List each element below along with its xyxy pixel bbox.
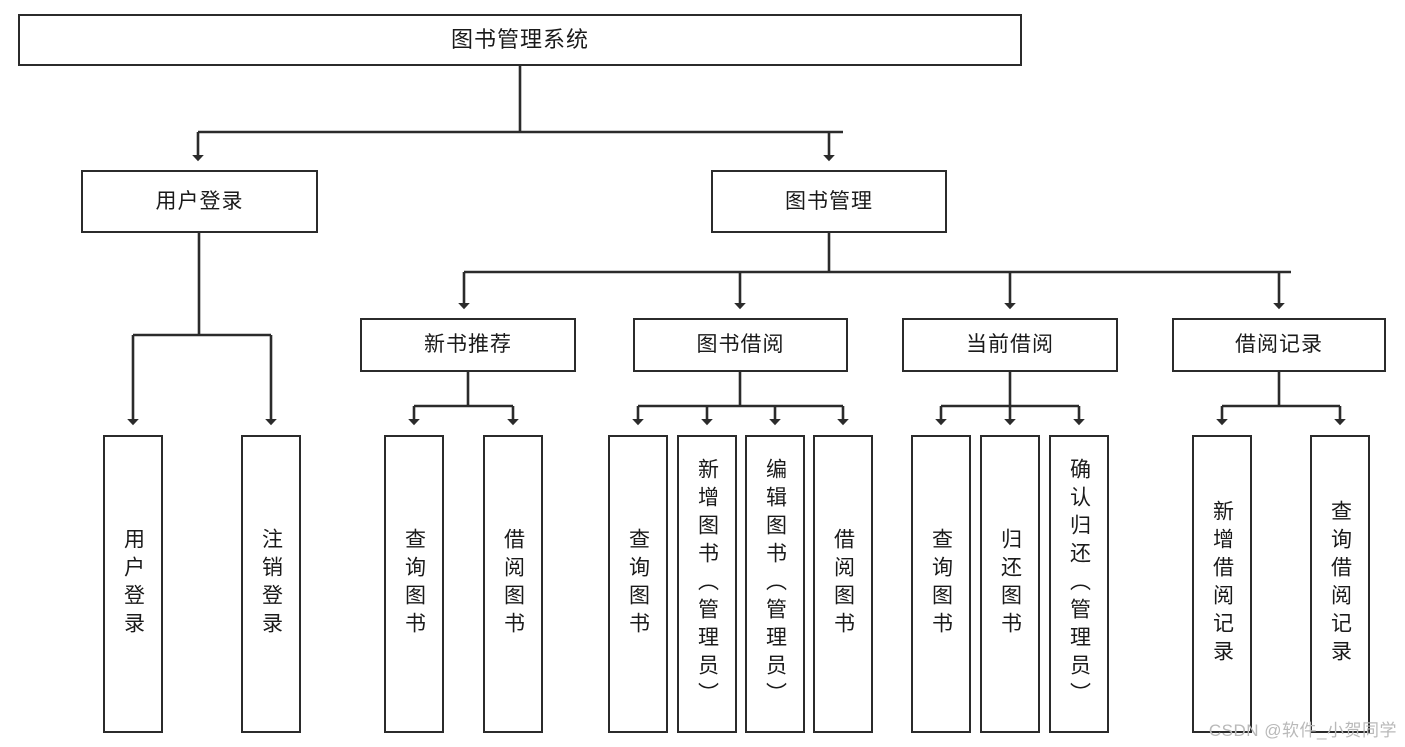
leaf-query-book-2-label: 查询图书 bbox=[626, 528, 650, 640]
leaf-user-login-label: 用户登录 bbox=[121, 528, 145, 640]
leaf-return-book[interactable]: 归还图书 bbox=[980, 435, 1040, 733]
leaf-query-record-label: 查询借阅记录 bbox=[1328, 500, 1352, 668]
leaf-add-book-label: 新增图书（管理员） bbox=[695, 458, 719, 710]
node-root[interactable]: 图书管理系统 bbox=[18, 14, 1022, 66]
node-borrow-record[interactable]: 借阅记录 bbox=[1172, 318, 1386, 372]
node-book-borrow-label: 图书借阅 bbox=[696, 333, 785, 357]
node-user-login-label: 用户登录 bbox=[155, 189, 244, 213]
node-user-login[interactable]: 用户登录 bbox=[81, 170, 318, 233]
leaf-query-book-1[interactable]: 查询图书 bbox=[384, 435, 444, 733]
leaf-user-login[interactable]: 用户登录 bbox=[103, 435, 163, 733]
leaf-borrow-book-1[interactable]: 借阅图书 bbox=[483, 435, 543, 733]
leaf-confirm-return-label: 确认归还（管理员） bbox=[1067, 458, 1091, 710]
node-book-manage[interactable]: 图书管理 bbox=[711, 170, 947, 233]
node-new-book-recommend-label: 新书推荐 bbox=[424, 333, 512, 357]
leaf-query-record[interactable]: 查询借阅记录 bbox=[1310, 435, 1370, 733]
leaf-logout-label: 注销登录 bbox=[259, 528, 283, 640]
leaf-edit-book-label: 编辑图书（管理员） bbox=[763, 458, 787, 710]
leaf-borrow-book-1-label: 借阅图书 bbox=[501, 528, 525, 640]
node-book-manage-label: 图书管理 bbox=[785, 189, 873, 213]
node-root-label: 图书管理系统 bbox=[450, 26, 589, 52]
leaf-query-book-3-label: 查询图书 bbox=[929, 528, 953, 640]
node-book-borrow[interactable]: 图书借阅 bbox=[633, 318, 848, 372]
leaf-logout[interactable]: 注销登录 bbox=[241, 435, 301, 733]
node-current-borrow-label: 当前借阅 bbox=[966, 333, 1054, 357]
leaf-borrow-book-2[interactable]: 借阅图书 bbox=[813, 435, 873, 733]
node-current-borrow[interactable]: 当前借阅 bbox=[902, 318, 1118, 372]
node-borrow-record-label: 借阅记录 bbox=[1235, 333, 1323, 357]
leaf-add-record-label: 新增借阅记录 bbox=[1210, 500, 1234, 668]
leaf-query-book-3[interactable]: 查询图书 bbox=[911, 435, 971, 733]
leaf-query-book-2[interactable]: 查询图书 bbox=[608, 435, 668, 733]
leaf-return-book-label: 归还图书 bbox=[998, 528, 1022, 640]
leaf-borrow-book-2-label: 借阅图书 bbox=[831, 528, 855, 640]
node-new-book-recommend[interactable]: 新书推荐 bbox=[360, 318, 576, 372]
leaf-edit-book[interactable]: 编辑图书（管理员） bbox=[745, 435, 805, 733]
leaf-query-book-1-label: 查询图书 bbox=[402, 528, 426, 640]
leaf-confirm-return[interactable]: 确认归还（管理员） bbox=[1049, 435, 1109, 733]
watermark: CSDN @软件_小贺同学 bbox=[1208, 721, 1397, 740]
leaf-add-record[interactable]: 新增借阅记录 bbox=[1192, 435, 1252, 733]
leaf-add-book[interactable]: 新增图书（管理员） bbox=[677, 435, 737, 733]
